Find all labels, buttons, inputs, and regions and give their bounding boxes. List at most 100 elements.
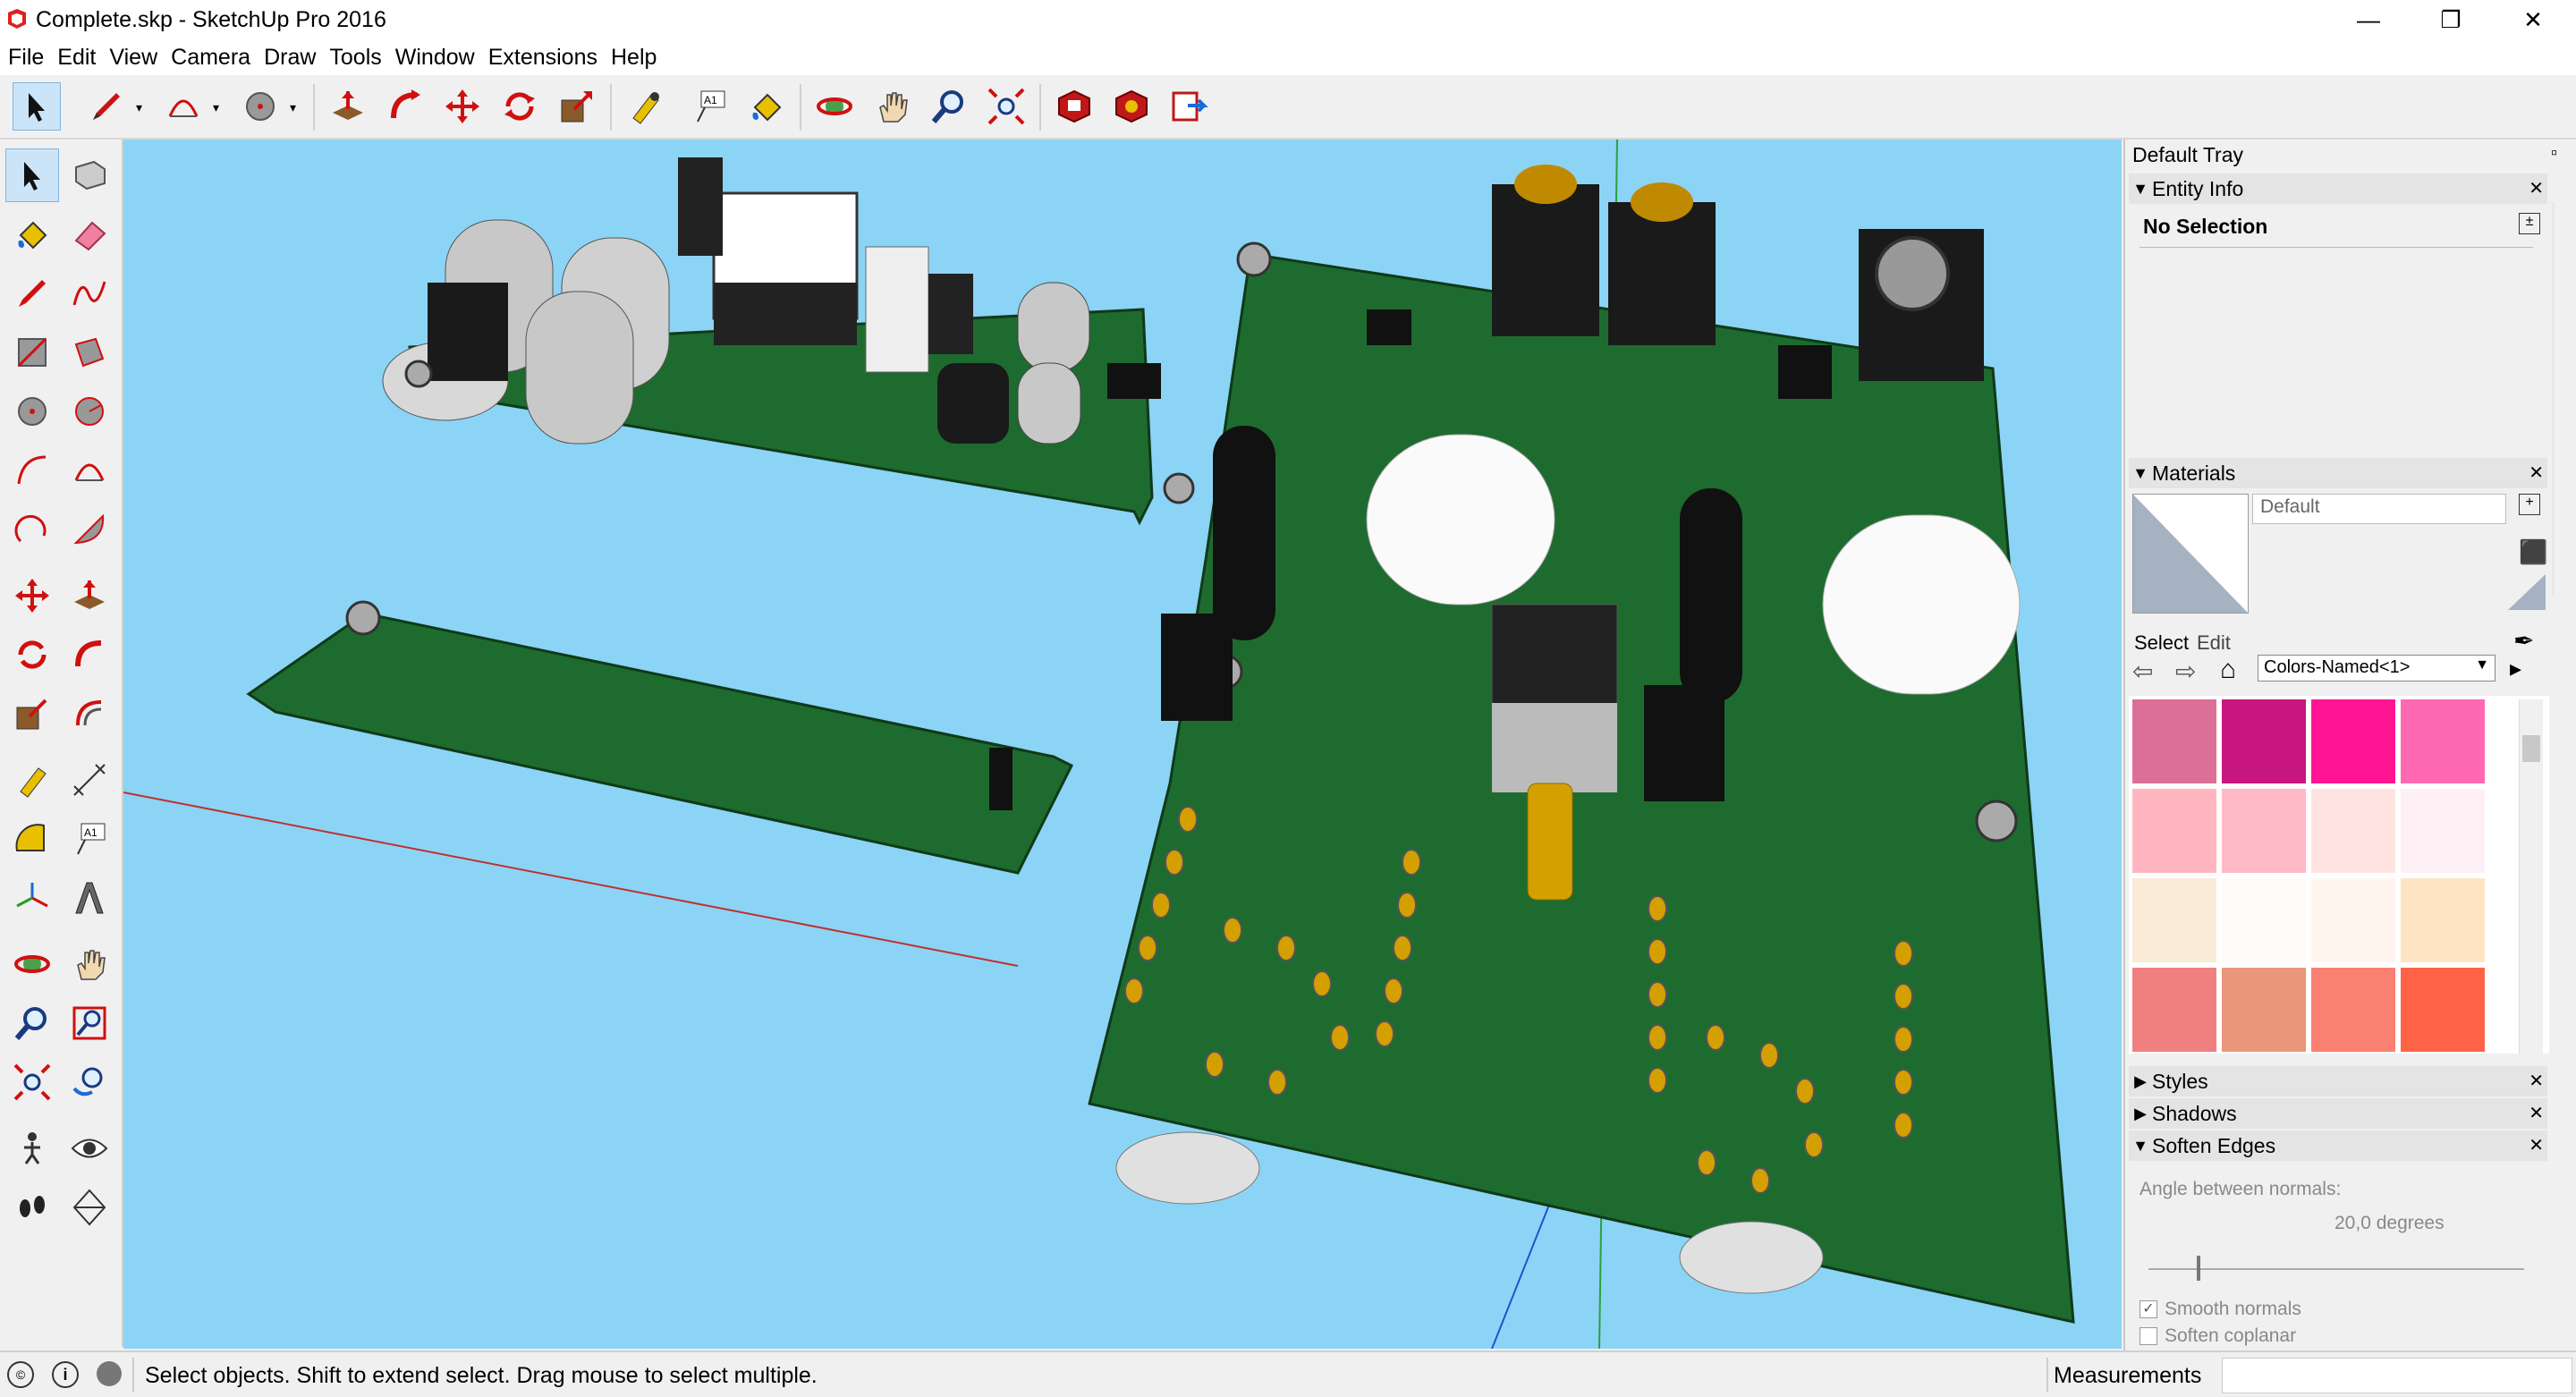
menu-help[interactable]: Help [611,44,657,70]
push-pull-tool-button[interactable] [324,82,372,131]
menu-file[interactable]: File [8,44,45,70]
close-icon[interactable]: ✕ [2529,1104,2544,1123]
orbit-tool-button[interactable] [810,82,859,131]
orbit-tool-button[interactable] [5,937,59,991]
previous-view-button[interactable] [63,1055,116,1109]
sample-paint-icon[interactable] [2508,574,2546,610]
color-swatch[interactable] [2401,968,2485,1052]
pan-tool-button[interactable] [63,937,116,991]
arc-tool-button[interactable] [159,82,208,131]
slider-thumb[interactable] [2197,1256,2200,1281]
two-point-arc-tool-button[interactable] [63,444,116,497]
create-material-icon[interactable]: + [2519,494,2540,515]
tray-pin-icon[interactable]: ▫ [2551,143,2558,163]
extension-warehouse-button[interactable] [1107,82,1156,131]
details-arrow-icon[interactable]: ▸ [2510,655,2522,682]
collection-dropdown[interactable]: Colors-Named<1> ▼ [2258,655,2496,682]
pan-tool-button[interactable] [868,82,916,131]
color-swatch[interactable] [2222,699,2306,783]
move-tool-button[interactable] [5,569,59,622]
color-swatch[interactable] [2311,878,2395,962]
menu-camera[interactable]: Camera [171,44,251,70]
protractor-tool-button[interactable] [5,812,59,866]
zoom-tool-button[interactable] [925,82,973,131]
tape-measure-tool-button[interactable] [621,82,669,131]
close-icon[interactable]: ✕ [2529,179,2544,199]
color-swatch[interactable] [2311,968,2395,1052]
menu-draw[interactable]: Draw [264,44,317,70]
color-swatch[interactable] [2401,699,2485,783]
styles-header[interactable]: ▶ Styles ✕ [2129,1066,2547,1096]
menu-edit[interactable]: Edit [57,44,97,70]
menu-extensions[interactable]: Extensions [487,44,597,70]
menu-tools[interactable]: Tools [329,44,382,70]
walk-tool-button[interactable] [5,1181,59,1234]
materials-header[interactable]: ▼ Materials ✕ [2129,458,2547,488]
entity-info-scrollbar[interactable] [2553,202,2576,596]
model-viewport[interactable] [123,140,2122,1349]
text-tool-button[interactable]: A1 [685,82,733,131]
color-swatch[interactable] [2222,968,2306,1052]
color-swatch[interactable] [2222,789,2306,873]
3d-text-tool-button[interactable] [63,871,116,925]
eraser-tool-button[interactable] [63,207,116,261]
color-swatch[interactable] [2311,699,2395,783]
angle-slider[interactable] [2148,1256,2524,1281]
soften-coplanar-checkbox[interactable]: Soften coplanar [2140,1325,2296,1347]
circle-tool-button[interactable] [5,385,59,438]
look-around-tool-button[interactable] [63,1122,116,1175]
text-tool-button[interactable]: A1 [63,812,116,866]
close-icon[interactable]: ✕ [2529,463,2544,483]
axes-tool-button[interactable] [5,871,59,925]
polygon-tool-button[interactable] [63,385,116,438]
push-pull-tool-button[interactable] [63,569,116,622]
material-cube-icon[interactable]: ⬛ [2519,538,2548,565]
swatch-scrollbar[interactable] [2519,699,2543,1054]
entity-info-header[interactable]: ▼ Entity Info ✕ [2129,174,2547,204]
rotate-tool-button[interactable] [5,628,59,682]
zoom-tool-button[interactable] [5,996,59,1050]
offset-tool-button[interactable] [63,687,116,741]
color-swatch[interactable] [2401,878,2485,962]
tape-measure-tool-button[interactable] [5,753,59,807]
scale-tool-button[interactable] [553,82,601,131]
minimize-button[interactable]: — [2357,5,2380,33]
freehand-tool-button[interactable] [63,267,116,320]
zoom-window-tool-button[interactable] [63,996,116,1050]
make-component-button[interactable] [63,148,116,202]
three-point-arc-tool-button[interactable] [5,503,59,556]
position-camera-tool-button[interactable] [5,1122,59,1175]
select-tool-button[interactable] [13,82,61,131]
send-to-layout-button[interactable] [1165,82,1213,131]
info-icon[interactable]: i [52,1361,79,1388]
pencil-dropdown-caret[interactable]: ▾ [136,100,143,114]
menu-window[interactable]: Window [394,44,475,70]
measurements-input[interactable] [2222,1358,2572,1393]
smooth-normals-checkbox[interactable]: ✓Smooth normals [2140,1299,2301,1320]
zoom-extents-tool-button[interactable] [982,82,1030,131]
dimension-tool-button[interactable] [63,753,116,807]
move-tool-button[interactable] [438,82,487,131]
close-icon[interactable]: ✕ [2529,1136,2544,1156]
zoom-extents-tool-button[interactable] [5,1055,59,1109]
color-swatch[interactable] [2132,699,2216,783]
toggle-details-icon[interactable]: ± [2519,213,2540,234]
color-swatch[interactable] [2132,968,2216,1052]
color-swatch[interactable] [2132,789,2216,873]
circle-dropdown-caret[interactable]: ▾ [290,100,297,114]
materials-select-tab[interactable]: Select [2134,631,2190,654]
geo-location-icon[interactable]: © [7,1361,34,1388]
paint-bucket-tool-button[interactable] [5,207,59,261]
rotated-rectangle-tool-button[interactable] [63,326,116,379]
rectangle-tool-button[interactable] [5,326,59,379]
eyedropper-icon[interactable]: ✒ [2513,627,2535,655]
scrollbar-thumb[interactable] [2522,735,2540,762]
restore-button[interactable]: ❐ [2440,5,2462,33]
user-account-icon[interactable] [97,1361,122,1386]
back-arrow-icon[interactable]: ⇦ [2132,657,2154,685]
arc-dropdown-caret[interactable]: ▾ [213,100,220,114]
color-swatch[interactable] [2401,789,2485,873]
soften-edges-header[interactable]: ▼ Soften Edges ✕ [2129,1130,2547,1161]
menu-view[interactable]: View [109,44,158,70]
close-icon[interactable]: ✕ [2529,1071,2544,1091]
